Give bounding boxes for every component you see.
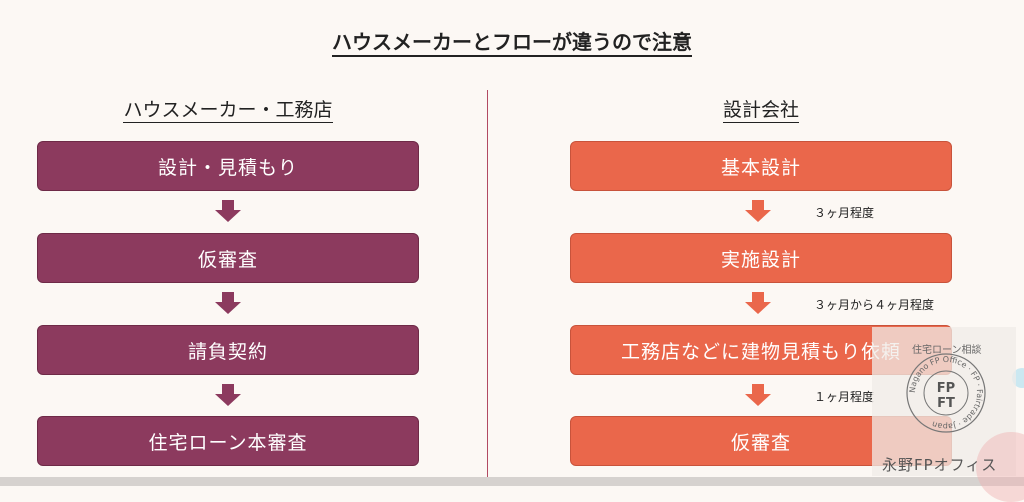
left-step-1: 設計・見積もり [37,141,419,191]
right-column-heading: 設計会社 [722,99,799,123]
left-step-4: 住宅ローン本審査 [37,416,419,466]
left-down-arrow-icon [215,384,241,406]
duration-note-2: ３ヶ月から４ヶ月程度 [814,298,935,312]
right-step-1: 基本設計 [570,141,952,191]
watermark-brand: 永野FPオフィス [882,456,998,474]
svg-text:FT: FT [937,396,955,411]
duration-note-1: ３ヶ月程度 [814,206,875,220]
left-step-3: 請負契約 [37,325,419,375]
left-column-heading: ハウスメーカー・工務店 [123,99,333,123]
bottom-scroll-strip [0,477,1024,486]
diagram-title: ハウスメーカーとフローが違うので注意 [0,26,1024,57]
left-step-2: 仮審査 [37,233,419,283]
duration-note-3: １ヶ月程度 [814,390,875,404]
right-down-arrow-icon [745,384,771,406]
left-down-arrow-icon [215,200,241,222]
right-down-arrow-icon [745,292,771,314]
column-divider [487,90,488,478]
watermark-caption: 住宅ローン相談 [912,345,982,356]
left-down-arrow-icon [215,292,241,314]
right-down-arrow-icon [745,200,771,222]
right-step-2: 実施設計 [570,233,952,283]
svg-text:FP: FP [937,381,955,396]
watermark-seal-logo: Nagano FP Office · FP · Fairtrade · Japa… [906,353,986,433]
watermark-panel [872,327,1016,476]
